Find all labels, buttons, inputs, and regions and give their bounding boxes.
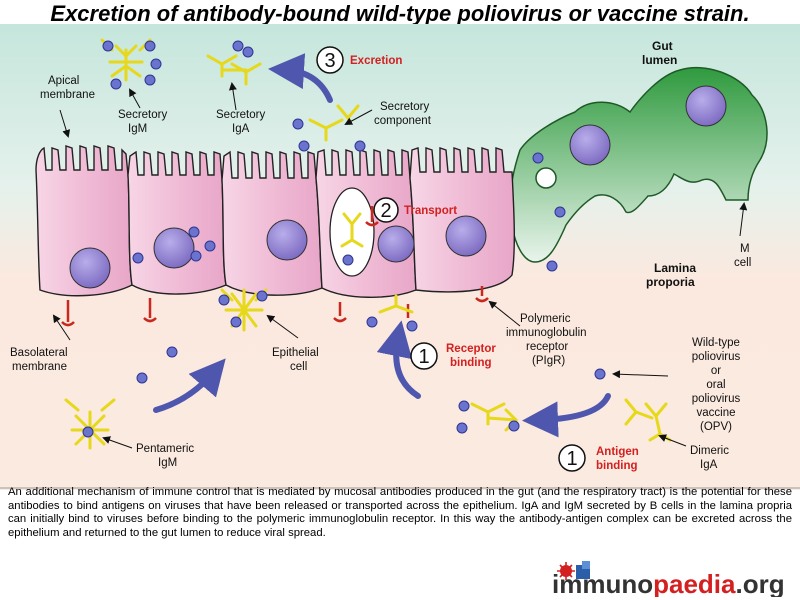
process-arrows bbox=[153, 53, 611, 438]
figure-caption: An additional mechanism of immune contro… bbox=[8, 486, 792, 539]
step-label-antigen-2: binding bbox=[596, 460, 638, 472]
pointer-arrows bbox=[52, 82, 748, 449]
label-secretory-iga-2: IgA bbox=[232, 123, 250, 135]
label-pigr-2: immunoglobulin bbox=[506, 327, 587, 339]
label-basolateral-1: Basolateral bbox=[10, 347, 68, 359]
step-number-antigen: 1 bbox=[566, 448, 577, 470]
immunopaedia-logo[interactable]: immunopaedia.org bbox=[552, 561, 792, 597]
label-secretory-iga-1: Secretory bbox=[216, 109, 265, 121]
m-cell-nucleus-1 bbox=[569, 124, 611, 166]
diagram: 3 Excretion 2 Transport 1 Receptor bindi… bbox=[0, 24, 800, 490]
label-virus-3: or bbox=[711, 365, 721, 377]
logo-part-1: immuno bbox=[552, 569, 653, 597]
label-m-cell-2: cell bbox=[734, 257, 751, 269]
step-circle-2 bbox=[373, 197, 399, 223]
step-circle-receptor bbox=[410, 342, 438, 370]
pigr-receptors bbox=[61, 206, 489, 327]
logo-icon bbox=[557, 561, 590, 580]
step-label-antigen-1: Antigen bbox=[596, 446, 639, 458]
label-pigr-4: (PIgR) bbox=[532, 355, 565, 367]
step-label-excretion: Excretion bbox=[350, 55, 402, 67]
label-pentameric-1: Pentameric bbox=[136, 443, 194, 455]
m-cell-nucleus-2 bbox=[685, 85, 727, 127]
label-pentameric-2: IgM bbox=[158, 457, 177, 469]
step-number-3: 3 bbox=[324, 50, 335, 72]
step-circle-antigen bbox=[558, 444, 586, 472]
label-basolateral-2: membrane bbox=[12, 361, 67, 373]
label-dimeric-2: IgA bbox=[700, 459, 718, 471]
step-number-2: 2 bbox=[380, 200, 391, 222]
label-secretory-component-1: Secretory bbox=[380, 101, 429, 113]
label-secretory-component-2: component bbox=[374, 115, 432, 127]
step-label-transport: Transport bbox=[404, 205, 457, 217]
label-epithelial-2: cell bbox=[290, 361, 307, 373]
label-dimeric-1: Dimeric bbox=[690, 445, 729, 457]
label-lamina-propria-2: proporia bbox=[646, 275, 695, 289]
m-cell-pocket bbox=[535, 167, 557, 189]
step-label-receptor-2: binding bbox=[450, 357, 492, 369]
label-virus-5: poliovirus bbox=[692, 393, 741, 405]
label-pigr-1: Polymeric bbox=[520, 313, 571, 325]
label-virus-2: poliovirus bbox=[692, 351, 741, 363]
label-secretory-igm-1: Secretory bbox=[118, 109, 167, 121]
label-apical-2: membrane bbox=[40, 89, 95, 101]
label-apical-1: Apical bbox=[48, 75, 79, 87]
logo-part-2: paedia bbox=[653, 569, 736, 597]
label-gut-lumen-2: lumen bbox=[642, 53, 677, 67]
labels: Apical membrane Secretory IgM Secretory … bbox=[10, 39, 751, 471]
label-lamina-propria-1: Lamina bbox=[654, 261, 696, 275]
label-secretory-igm-2: IgM bbox=[128, 123, 147, 135]
logo-text: immunopaedia.org bbox=[552, 569, 785, 597]
label-pigr-3: receptor bbox=[526, 341, 568, 353]
label-virus-6: vaccine bbox=[697, 407, 736, 419]
antibodies bbox=[64, 38, 672, 450]
label-virus-4: oral bbox=[706, 379, 725, 391]
label-virus-7: (OPV) bbox=[700, 421, 732, 433]
label-m-cell-1: M bbox=[740, 243, 750, 255]
nuclei bbox=[69, 215, 487, 289]
label-virus-1: Wild-type bbox=[692, 337, 740, 349]
viruses bbox=[82, 40, 606, 438]
label-epithelial-1: Epithelial bbox=[272, 347, 319, 359]
label-gut-lumen-1: Gut bbox=[652, 39, 673, 53]
step-number-receptor: 1 bbox=[418, 346, 429, 368]
logo-part-3: .org bbox=[735, 569, 784, 597]
step-circle-3 bbox=[316, 46, 344, 74]
step-label-receptor-1: Receptor bbox=[446, 343, 496, 355]
page-title: Excretion of antibody-bound wild-type po… bbox=[50, 1, 750, 26]
